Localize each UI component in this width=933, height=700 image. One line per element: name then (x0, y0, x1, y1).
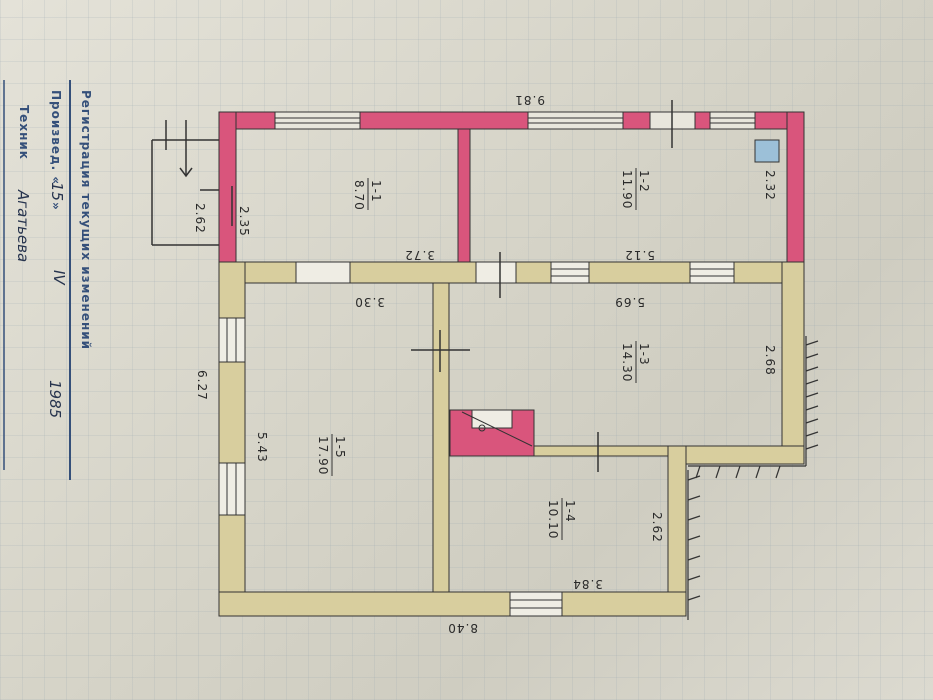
dim-left-room-depth: 5.43 (255, 432, 269, 463)
ground-hatching (687, 336, 819, 620)
stamp-technician-label: Техник (17, 105, 31, 160)
room-1-1-area: 8.70 (352, 180, 366, 211)
dim-upper-left-length: 3.72 (404, 248, 435, 262)
stamp-date-mid: » (49, 202, 63, 211)
room-1-5-area: 17.90 (316, 436, 330, 475)
windows-beige (218, 261, 735, 617)
room-1-5-id: 1-5 (333, 436, 347, 459)
wall-right-upper (786, 111, 805, 263)
dim-porch-wall: 2.35 (237, 206, 251, 237)
dim-top-total: 9.81 (514, 93, 545, 107)
corner-mark (754, 139, 780, 163)
dim-right-upper: 2.32 (763, 170, 777, 201)
room-1-2-id: 1-2 (637, 170, 651, 193)
dim-right-lower: 2.68 (763, 345, 777, 376)
door-marks (231, 100, 673, 472)
room-1-1-id: 1-1 (369, 180, 383, 203)
stamp-technician: Агатьева (14, 189, 32, 262)
dim-porch-length: 2.62 (193, 203, 207, 234)
dim-small-room-depth: 2.62 (650, 512, 664, 543)
room-1-2-area: 11.90 (620, 170, 634, 209)
stamp-date-prefix: Произвед. « (49, 90, 63, 185)
wall-partition-lower (432, 282, 450, 593)
room-1-4-id: 1-4 (563, 500, 577, 523)
dim-lower-left-length: 3.30 (354, 295, 385, 309)
room-1-4: 1-4 10.10 (546, 498, 577, 540)
dim-small-room-length: 3.84 (572, 577, 603, 591)
wall-left-lower (218, 261, 246, 617)
wall-left-upper (218, 111, 237, 263)
dim-upper-right-length: 5.12 (624, 248, 655, 262)
wall-partition-upper (457, 128, 471, 263)
room-1-1: 1-1 8.70 (352, 178, 383, 211)
wall-partition-small (448, 445, 669, 457)
dim-bottom-total: 8.40 (447, 621, 478, 635)
room-1-2: 1-2 11.90 (620, 168, 651, 210)
dim-lower-right-length: 5.69 (614, 295, 645, 309)
wall-right-lower (781, 261, 805, 465)
registration-stamp: Регистрация текущих изменений Произвед. … (3, 80, 93, 480)
walls-pink (218, 111, 805, 263)
stamp-month: IV (50, 270, 68, 286)
stove (449, 409, 535, 457)
stamp-year: 1985 (46, 380, 64, 418)
wall-bottom (218, 591, 687, 617)
room-1-5: 1-5 17.90 (316, 434, 347, 476)
wall-step (667, 445, 805, 465)
stamp-day: 15 (48, 182, 66, 201)
stamp-title: Регистрация текущих изменений (79, 90, 93, 350)
room-1-3: 1-3 14.30 (620, 341, 651, 383)
labels: 9.81 8.40 6.27 2.62 2.35 2.32 2.68 3.72 … (193, 93, 777, 635)
dim-left-total: 6.27 (195, 370, 209, 401)
room-1-4-area: 10.10 (546, 500, 560, 539)
porch (151, 120, 230, 246)
room-1-3-area: 14.30 (620, 343, 634, 382)
room-1-3-id: 1-3 (637, 343, 651, 366)
wall-right-bottom (667, 445, 687, 617)
